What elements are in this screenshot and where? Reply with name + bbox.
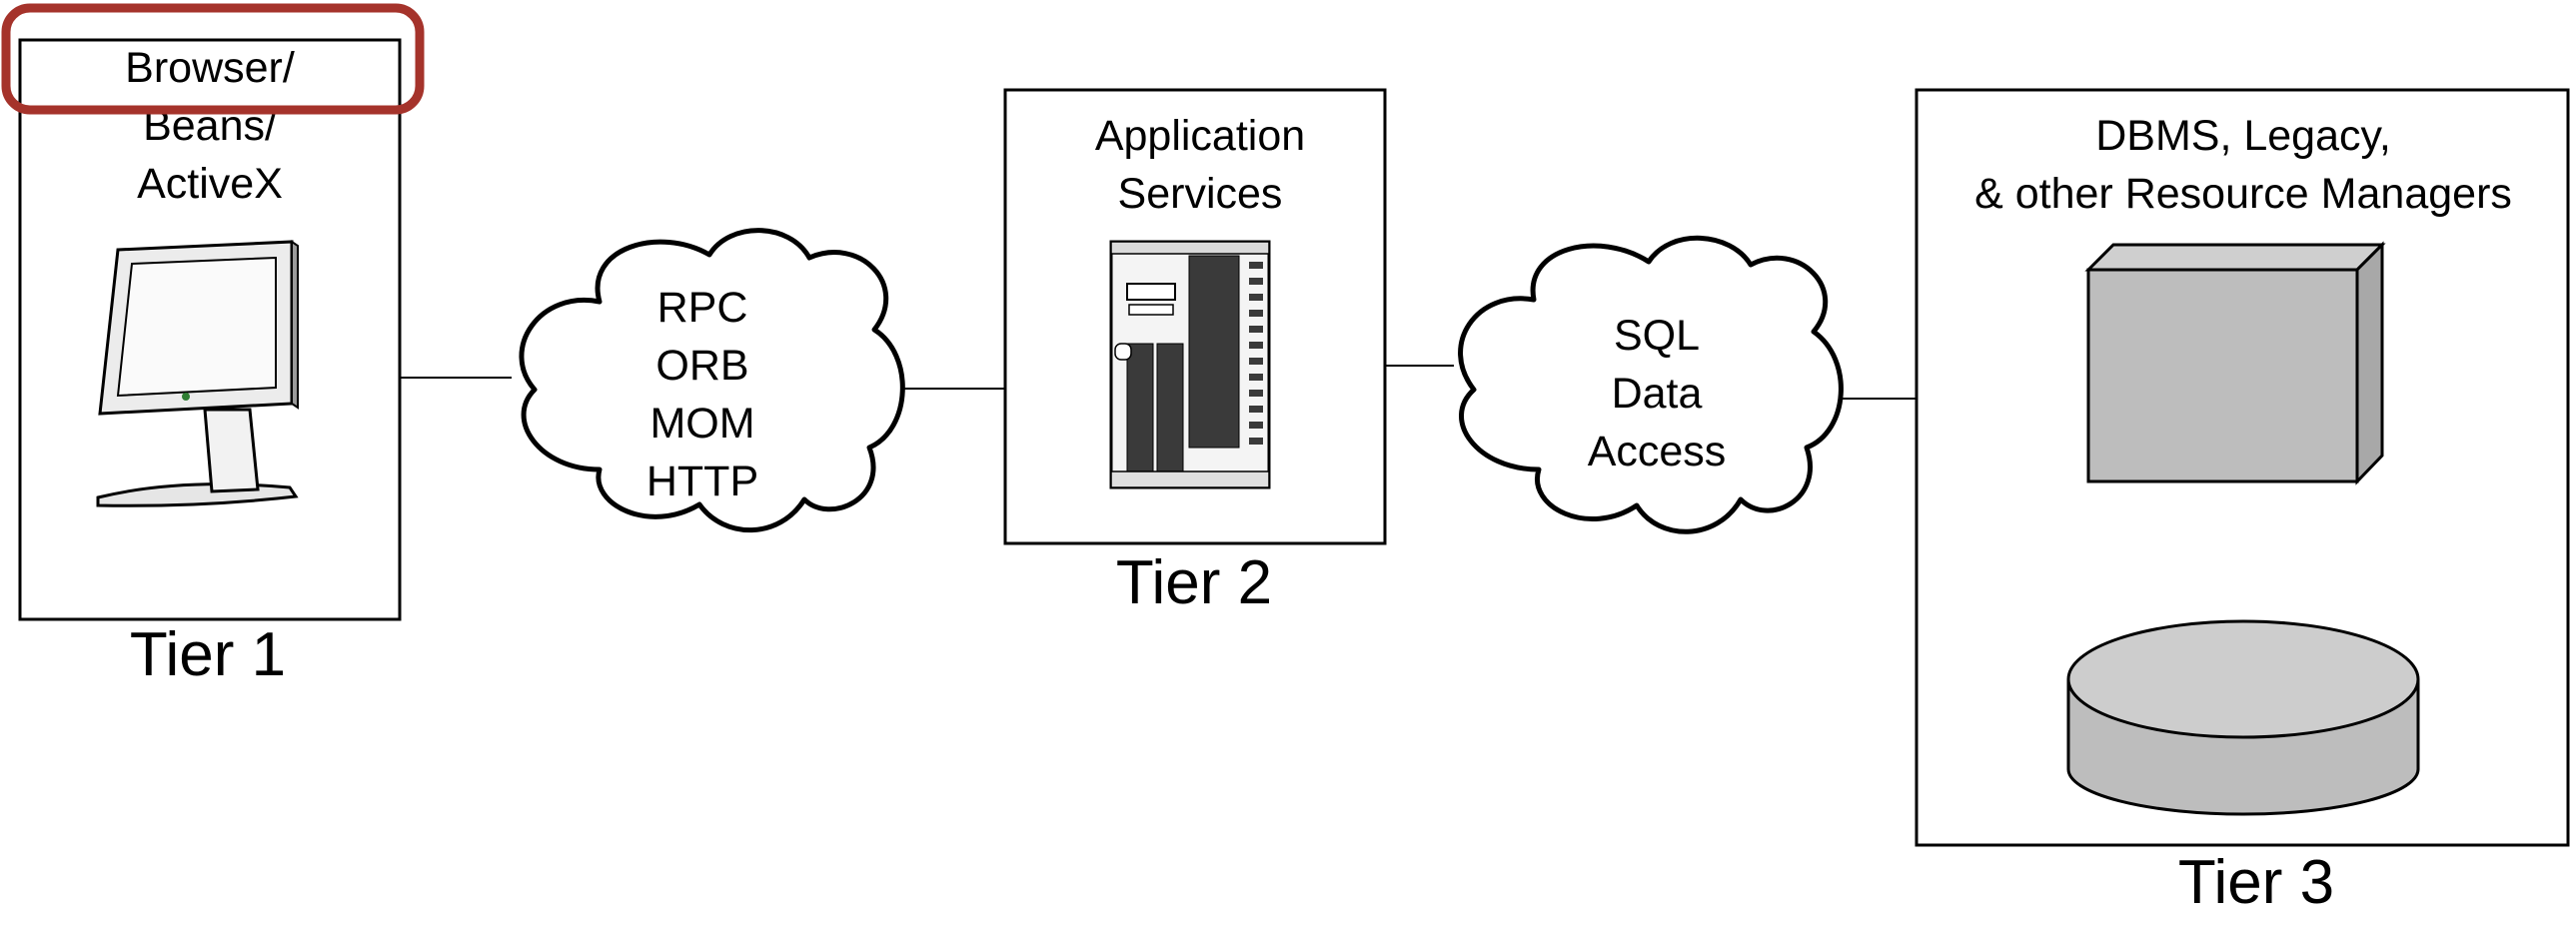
cloud-1-line-4: HTTP xyxy=(646,458,758,505)
cloud-2-shape xyxy=(1458,235,1844,534)
tier-2-line-1: Application xyxy=(1095,112,1305,160)
server-icon xyxy=(1109,240,1271,489)
highlight-box xyxy=(1,3,425,115)
cloud-1-line-1: RPC xyxy=(657,284,748,332)
tier-2-line-2: Services xyxy=(1118,170,1283,218)
tier-3-label: Tier 3 xyxy=(2178,848,2334,917)
tier-2-label: Tier 2 xyxy=(1116,548,1272,617)
tier-1-line-1: Browser/ xyxy=(125,44,295,92)
cloud-2-line-1: SQL xyxy=(1614,312,1700,360)
cloud-2-line-3: Access xyxy=(1588,428,1727,475)
cloud-protocols: RPC ORB MOM HTTP xyxy=(519,228,905,533)
cloud-data-access: SQL Data Access xyxy=(1458,235,1844,534)
database-cylinder-icon xyxy=(2066,619,2420,816)
dbms-box-icon xyxy=(2084,241,2386,485)
cloud-2-line-2: Data xyxy=(1612,370,1703,418)
tier-3-line-1: DBMS, Legacy, xyxy=(2095,112,2391,160)
cloud-1-shape xyxy=(519,228,905,533)
cloud-1-line-3: MOM xyxy=(649,400,754,448)
tier-3-line-2: & other Resource Managers xyxy=(1974,170,2512,218)
tier-1-label: Tier 1 xyxy=(130,620,286,689)
cloud-1-line-2: ORB xyxy=(655,342,748,390)
tier-3-group: DBMS, Legacy, & other Resource Managers … xyxy=(1915,88,2570,917)
tier-2-group: Application Services xyxy=(1003,88,1387,617)
tier-1-group: Browser/ Beans/ ActiveX Tier 1 xyxy=(1,3,425,689)
tier-1-line-3: ActiveX xyxy=(137,160,283,208)
monitor-icon xyxy=(96,240,299,507)
